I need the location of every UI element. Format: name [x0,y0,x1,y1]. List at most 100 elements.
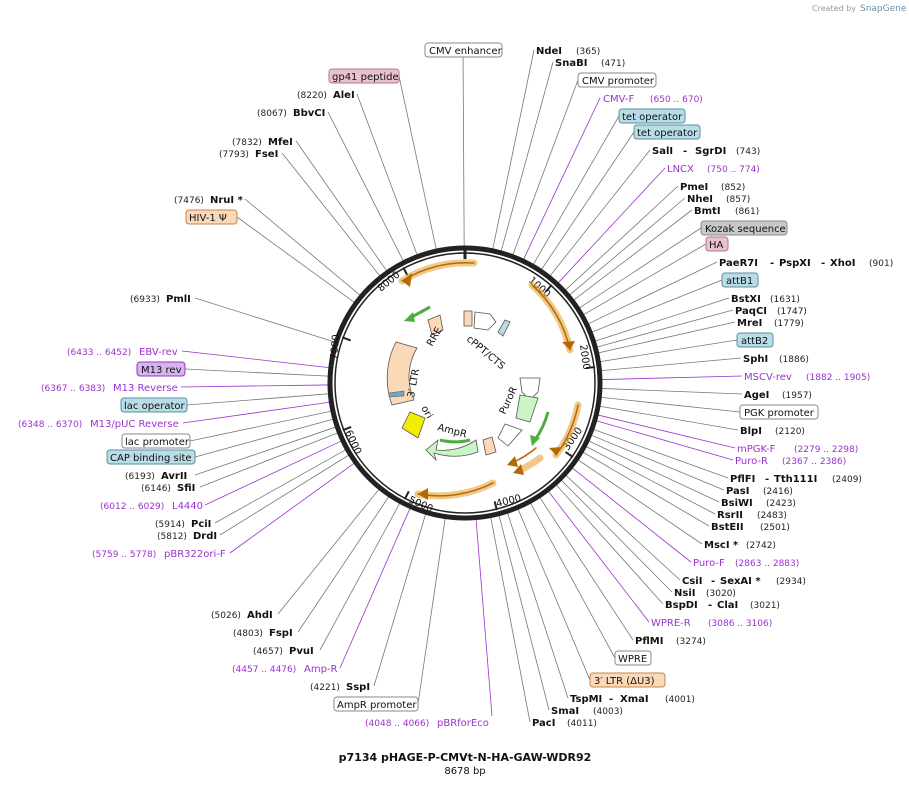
enzyme-fspi: FspI [269,628,293,639]
leader-line [490,517,531,723]
tick-mark [493,501,498,511]
leader-line [500,61,554,251]
leader-line [398,75,437,250]
leader-line [586,446,716,515]
credit-prefix: Created by [812,4,856,13]
label-gp41: gp41 peptide [332,72,399,83]
sep-sali: - [683,146,687,157]
enzyme-pflfi: PflFI [730,474,755,485]
label-lac-operator: lac operator [124,401,185,412]
enzyme-agei: AgeI [744,390,769,401]
leader-line [588,261,718,325]
leader-line [578,459,703,545]
leader-line [297,496,390,633]
enzyme-agei-pos: (1957) [782,391,812,401]
enzyme-sgrdi: SgrDI [695,146,726,157]
primer-cmv-f: CMV-F [603,94,634,105]
label-pgk-promoter: PGK promoter [744,408,815,419]
map-length: 8678 bp [444,766,485,777]
enzyme-pvui-pos: (4657) [253,647,283,657]
primer-puro-r-pos: (2367 .. 2386) [782,457,846,467]
feature-regulatory-block [497,319,511,337]
enzyme-ndei-pos: (365) [576,47,600,57]
enzyme-bsiwi-pos: (2423) [766,499,796,509]
feature-box-lac-operator [120,397,188,413]
leader-line [194,426,336,476]
plasmid-backbone-inner [334,252,596,514]
leader-line [417,518,446,705]
enzyme-xhoi-pos: (901) [869,259,893,269]
inner-label-ampr: AmpR [436,422,468,440]
enzyme-bspdi: BspDI [665,600,698,611]
enzyme-nsii-pos: (3020) [706,589,736,599]
green-arrow-right-head [530,435,540,446]
leader-line [180,384,329,388]
leader-line [601,357,742,372]
leader-line [229,462,355,554]
primer-amp-r-pos: (4457 .. 4476) [232,665,296,675]
leader-line [475,519,493,717]
enzyme-nsii: NsiI [674,588,695,599]
enzyme-sali-pos: (743) [736,147,760,157]
primer-puro-f: Puro-F [693,558,725,569]
leader-line [598,414,736,449]
feature-arc-bottom [414,479,497,500]
leader-line [597,309,734,348]
enzyme-pasi-pos: (2416) [763,487,793,497]
enzyme-pflmi: PflMI [635,636,663,647]
leader-line [579,227,702,309]
leader-line [204,440,342,506]
feature-box-ampr-promoter [333,696,419,712]
enzyme-nhei-pos: (857) [726,195,750,205]
leader-line [356,93,418,255]
feature-box-lac-promoter [121,433,191,449]
feature-box-pgk-promoter [739,404,819,420]
sep-csii: - [711,576,715,587]
leader-line [565,185,679,291]
tick-marks [341,266,596,511]
enzyme-pflmi-pos: (3274) [676,637,706,647]
arrow-head-puro-1 [513,464,524,475]
enzyme-alei-pos: (8220) [297,91,327,101]
tick-mark [342,425,352,432]
label-ha: HA [709,240,724,251]
primer-m13-reverse-pos: (6367 .. 6383) [41,384,105,394]
enzyme-avrii: AvrII [161,471,187,482]
enzyme-fspi-pos: (4803) [233,629,263,639]
primer-l4440: L4440 [172,501,203,512]
enzyme-fsei-pos: (7793) [219,150,249,160]
feature-box-gp41 [328,68,400,84]
leader-line [339,508,411,669]
leader-line [189,410,332,442]
enzyme-sali: SalI [652,146,673,157]
feature-lac-block [388,390,405,398]
enzyme-tspmi-pos: (4001) [665,695,695,705]
enzyme-drdi: DrdI [193,531,217,542]
label-cmv-promoter: CMV promoter [582,76,655,87]
enzyme-tth111i: Tth111I [774,474,817,485]
enzyme-xmai: XmaI [620,694,649,705]
sep-bspdi: - [708,600,712,611]
enzyme-paci: PacI [532,718,555,729]
leader-line [219,454,349,536]
leader-line [530,503,616,659]
enzyme-pmei-pos: (852) [721,183,745,193]
sep-paer7i-1: - [770,258,774,269]
sep-paer7i-2: - [821,258,825,269]
label-lac-promoter: lac promoter [125,437,190,448]
enzyme-sphi-pos: (1886) [779,355,809,365]
feature-box-ha [705,236,729,252]
enzyme-msci-pos: (2742) [746,541,776,551]
enzyme-sphi: SphI [743,354,768,365]
tick-mark [585,365,596,370]
enzyme-mrei: MreI [737,318,762,329]
primer-mpgk-f-pos: (2279 .. 2298) [794,445,858,455]
arrow-head-top-left [402,273,412,287]
feature-box-tet-operator-2 [633,124,701,140]
enzyme-ahdi: AhdI [247,610,273,621]
tick-label-2000: 2000 [577,344,591,371]
primer-l4440-pos: (6012 .. 6029) [100,502,164,512]
enzyme-paqci-pos: (1747) [777,307,807,317]
leader-line [182,401,330,424]
enzyme-nrui: NruI * [210,195,244,206]
